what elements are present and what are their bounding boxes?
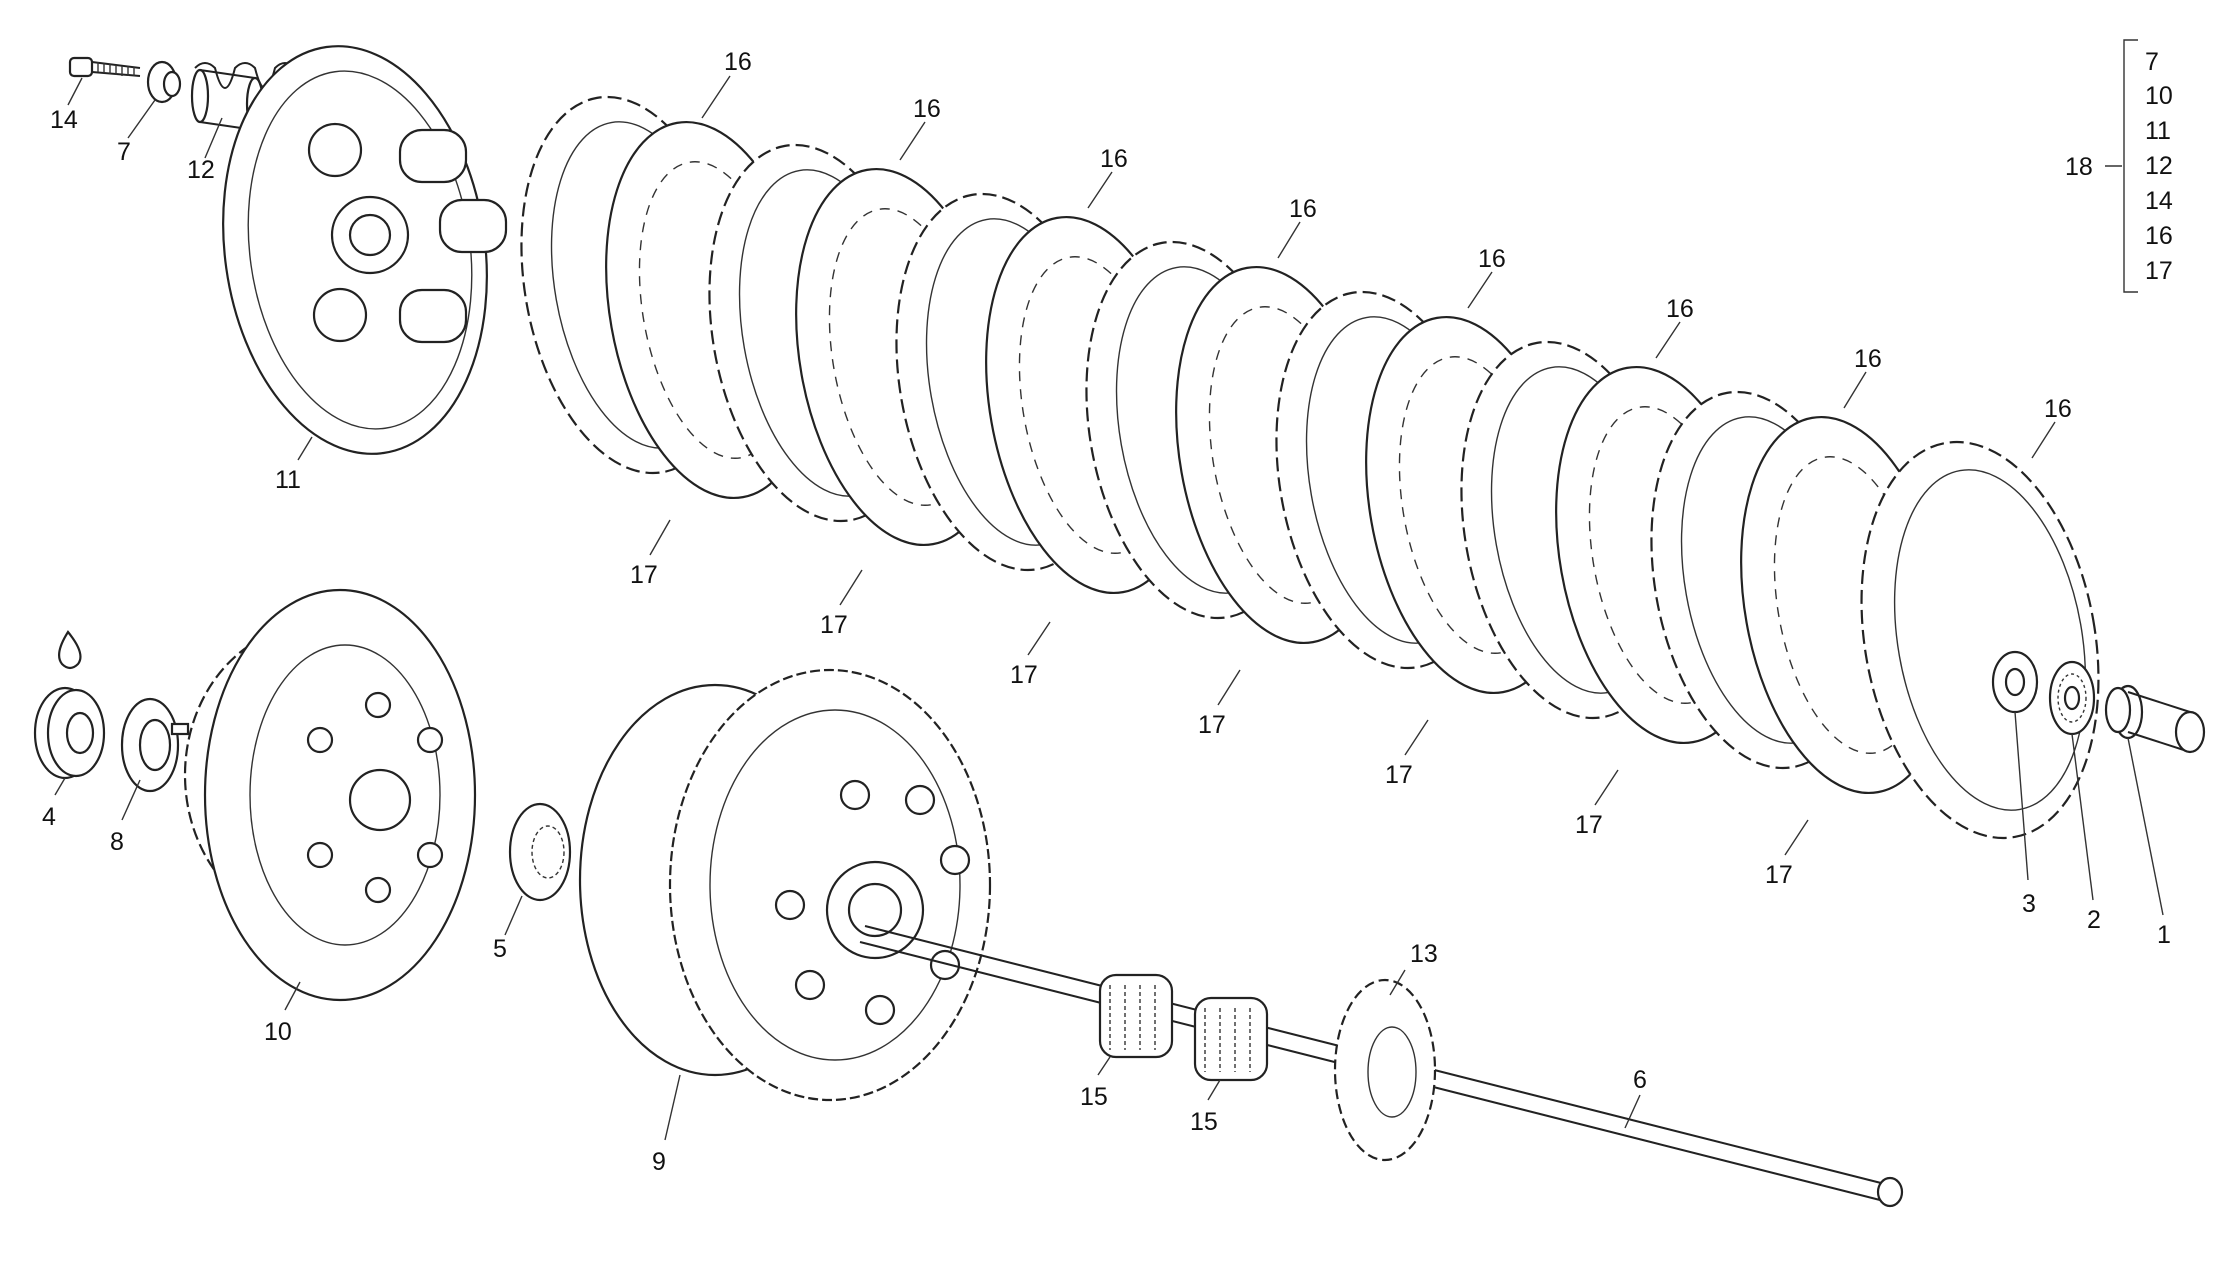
callout-5: 5 <box>493 935 507 963</box>
part-1-pushrod <box>2104 684 2206 754</box>
kit-item: 10 <box>2145 82 2173 110</box>
callout-15: 15 <box>1080 1083 1108 1111</box>
callout-17: 17 <box>820 611 848 639</box>
callout-3: 3 <box>2022 890 2036 918</box>
callout-16: 16 <box>724 48 752 76</box>
callout-leader-lines <box>54 75 2164 1141</box>
part-16-friction-plate <box>1860 440 2100 840</box>
callout-16: 16 <box>1478 245 1506 273</box>
part-9-clutch-basket <box>578 668 992 1102</box>
callout-17: 17 <box>630 561 658 589</box>
part-3-thrust-washer <box>1991 650 2039 714</box>
part-13-sprocket <box>1333 978 1437 1162</box>
clutch-plate-stack <box>520 95 2100 840</box>
kit-item: 11 <box>2145 117 2171 145</box>
kit-label: 18 <box>2065 153 2093 181</box>
callout-1: 1 <box>2157 921 2171 949</box>
callout-16: 16 <box>913 95 941 123</box>
callout-labels: 14 7 12 11 16 16 16 16 16 16 16 16 17 17… <box>42 48 2171 1176</box>
callout-17: 17 <box>1385 761 1413 789</box>
part-14-screw <box>68 56 141 78</box>
kit-item: 14 <box>2145 187 2173 215</box>
callout-7: 7 <box>117 138 131 166</box>
callout-8: 8 <box>110 828 124 856</box>
callout-16: 16 <box>1289 195 1317 223</box>
part-11-pressure-plate <box>222 45 508 455</box>
kit-18-bracket: 18 7 10 11 12 14 16 17 <box>2065 39 2173 293</box>
part-10-clutch-hub <box>183 588 477 1002</box>
diagram-parts <box>33 45 2206 1208</box>
callout-17: 17 <box>1010 661 1038 689</box>
callout-10: 10 <box>264 1018 292 1046</box>
part-8-lock-washer <box>120 697 190 793</box>
kit-item: 12 <box>2145 152 2173 180</box>
callout-16: 16 <box>1854 345 1882 373</box>
callout-2: 2 <box>2087 906 2101 934</box>
callout-17: 17 <box>1575 811 1603 839</box>
part-2-needle-bearing <box>2048 660 2096 736</box>
kit-item: 17 <box>2145 257 2173 285</box>
callout-16: 16 <box>1100 145 1128 173</box>
callout-16: 16 <box>1666 295 1694 323</box>
part-5-spline-washer <box>508 802 572 902</box>
callout-15: 15 <box>1190 1108 1218 1136</box>
kit-item: 16 <box>2145 222 2173 250</box>
callout-6: 6 <box>1633 1066 1647 1094</box>
callout-14: 14 <box>50 106 78 134</box>
callout-13: 13 <box>1410 940 1438 968</box>
callout-11: 11 <box>275 466 301 494</box>
callout-9: 9 <box>652 1148 666 1176</box>
part-15-needle-bearing-b <box>1193 996 1269 1082</box>
part-7-washer <box>146 60 182 104</box>
callout-12: 12 <box>187 156 215 184</box>
callout-16: 16 <box>2044 395 2072 423</box>
callout-17: 17 <box>1198 711 1226 739</box>
callout-4: 4 <box>42 803 56 831</box>
part-4-nut <box>33 630 106 780</box>
part-15-needle-bearing-a <box>1098 973 1174 1059</box>
callout-17: 17 <box>1765 861 1793 889</box>
kit-item: 7 <box>2145 48 2159 76</box>
